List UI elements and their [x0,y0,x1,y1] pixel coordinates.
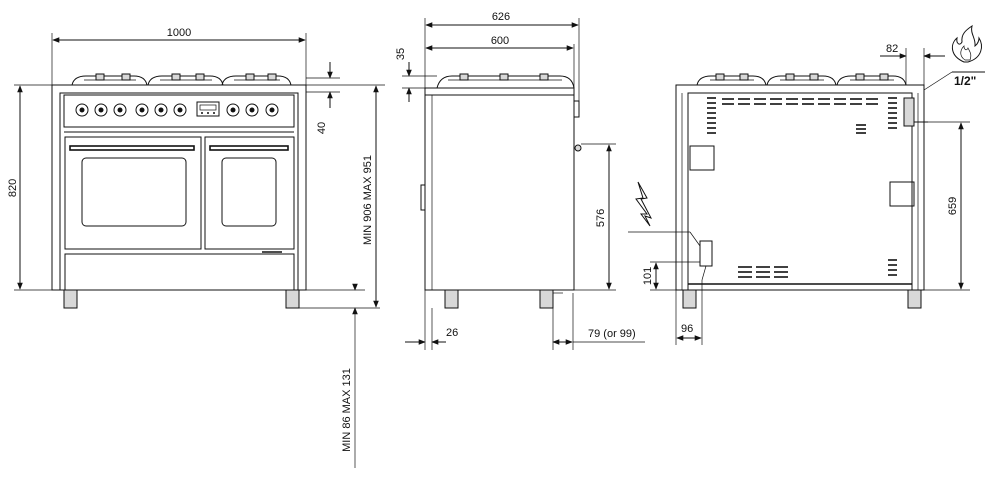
rear-vents-bottom [738,259,897,278]
dim-electric-101: 101 [642,267,654,285]
rear-vents-small [856,124,866,134]
aux-oven-door [204,136,295,250]
side-hob-top [424,87,575,96]
side-body [424,94,575,291]
dim-total-height: MIN 906 MAX 951 [362,155,374,245]
dim-gas-82: 82 [886,43,898,55]
flame-icon [951,24,982,63]
rear-fan-cover-right [889,181,915,207]
dim-height-820: 820 [7,179,19,197]
aux-oven-window [221,157,277,227]
dim-gas-576: 576 [595,209,607,227]
gas-inlet-side [574,144,582,152]
dim-depth-626: 626 [492,11,510,23]
rear-view: 82 1/2" 659 101 96 [642,24,985,345]
main-oven-door [64,136,202,250]
dim-feet-height: MIN 86 MAX 131 [341,368,353,452]
rear-burners [696,73,907,86]
gas-size-label: 1/2" [954,74,976,88]
rear-left-foot [682,289,697,309]
side-handle-profile [420,184,426,211]
front-right-foot [285,289,300,309]
rear-right-foot [907,289,922,309]
rear-fan-cover-left [689,145,715,171]
control-panel [63,94,295,128]
aux-oven-handle [209,145,289,151]
side-knob-profile [573,100,580,118]
rear-body [675,84,925,291]
side-view: 626 600 35 576 26 79 (or 99) [395,11,701,350]
control-knobs [75,103,279,117]
main-oven-window [81,157,187,227]
dim-electric-96: 96 [681,323,693,335]
side-front-foot [444,289,459,309]
rear-panel [687,92,913,291]
dim-rear-79: 79 (or 99) [588,328,636,340]
rear-vents-top [722,98,878,105]
electric-terminal-box [699,240,713,267]
side-rear-foot [539,289,554,309]
lightning-icon [635,181,653,227]
main-oven-handle [69,145,195,151]
front-left-foot [63,289,78,309]
front-inner-frame [59,92,299,291]
rear-vents-side [707,97,897,134]
dim-foot-26: 26 [446,327,458,339]
dim-hob-35: 35 [395,48,407,60]
front-view: 1000 820 40 MIN 906 MAX 951 MIN 86 MAX 1… [7,27,385,468]
clock-display [196,101,220,117]
storage-drawer [64,253,295,291]
front-burners [71,73,292,86]
dim-depth-600: 600 [491,35,509,47]
dim-width-1000: 1000 [167,27,191,39]
gas-pipe-fitting [903,97,915,127]
dim-top-40: 40 [316,122,328,134]
dim-gas-659: 659 [947,197,959,215]
side-burners [436,73,575,89]
